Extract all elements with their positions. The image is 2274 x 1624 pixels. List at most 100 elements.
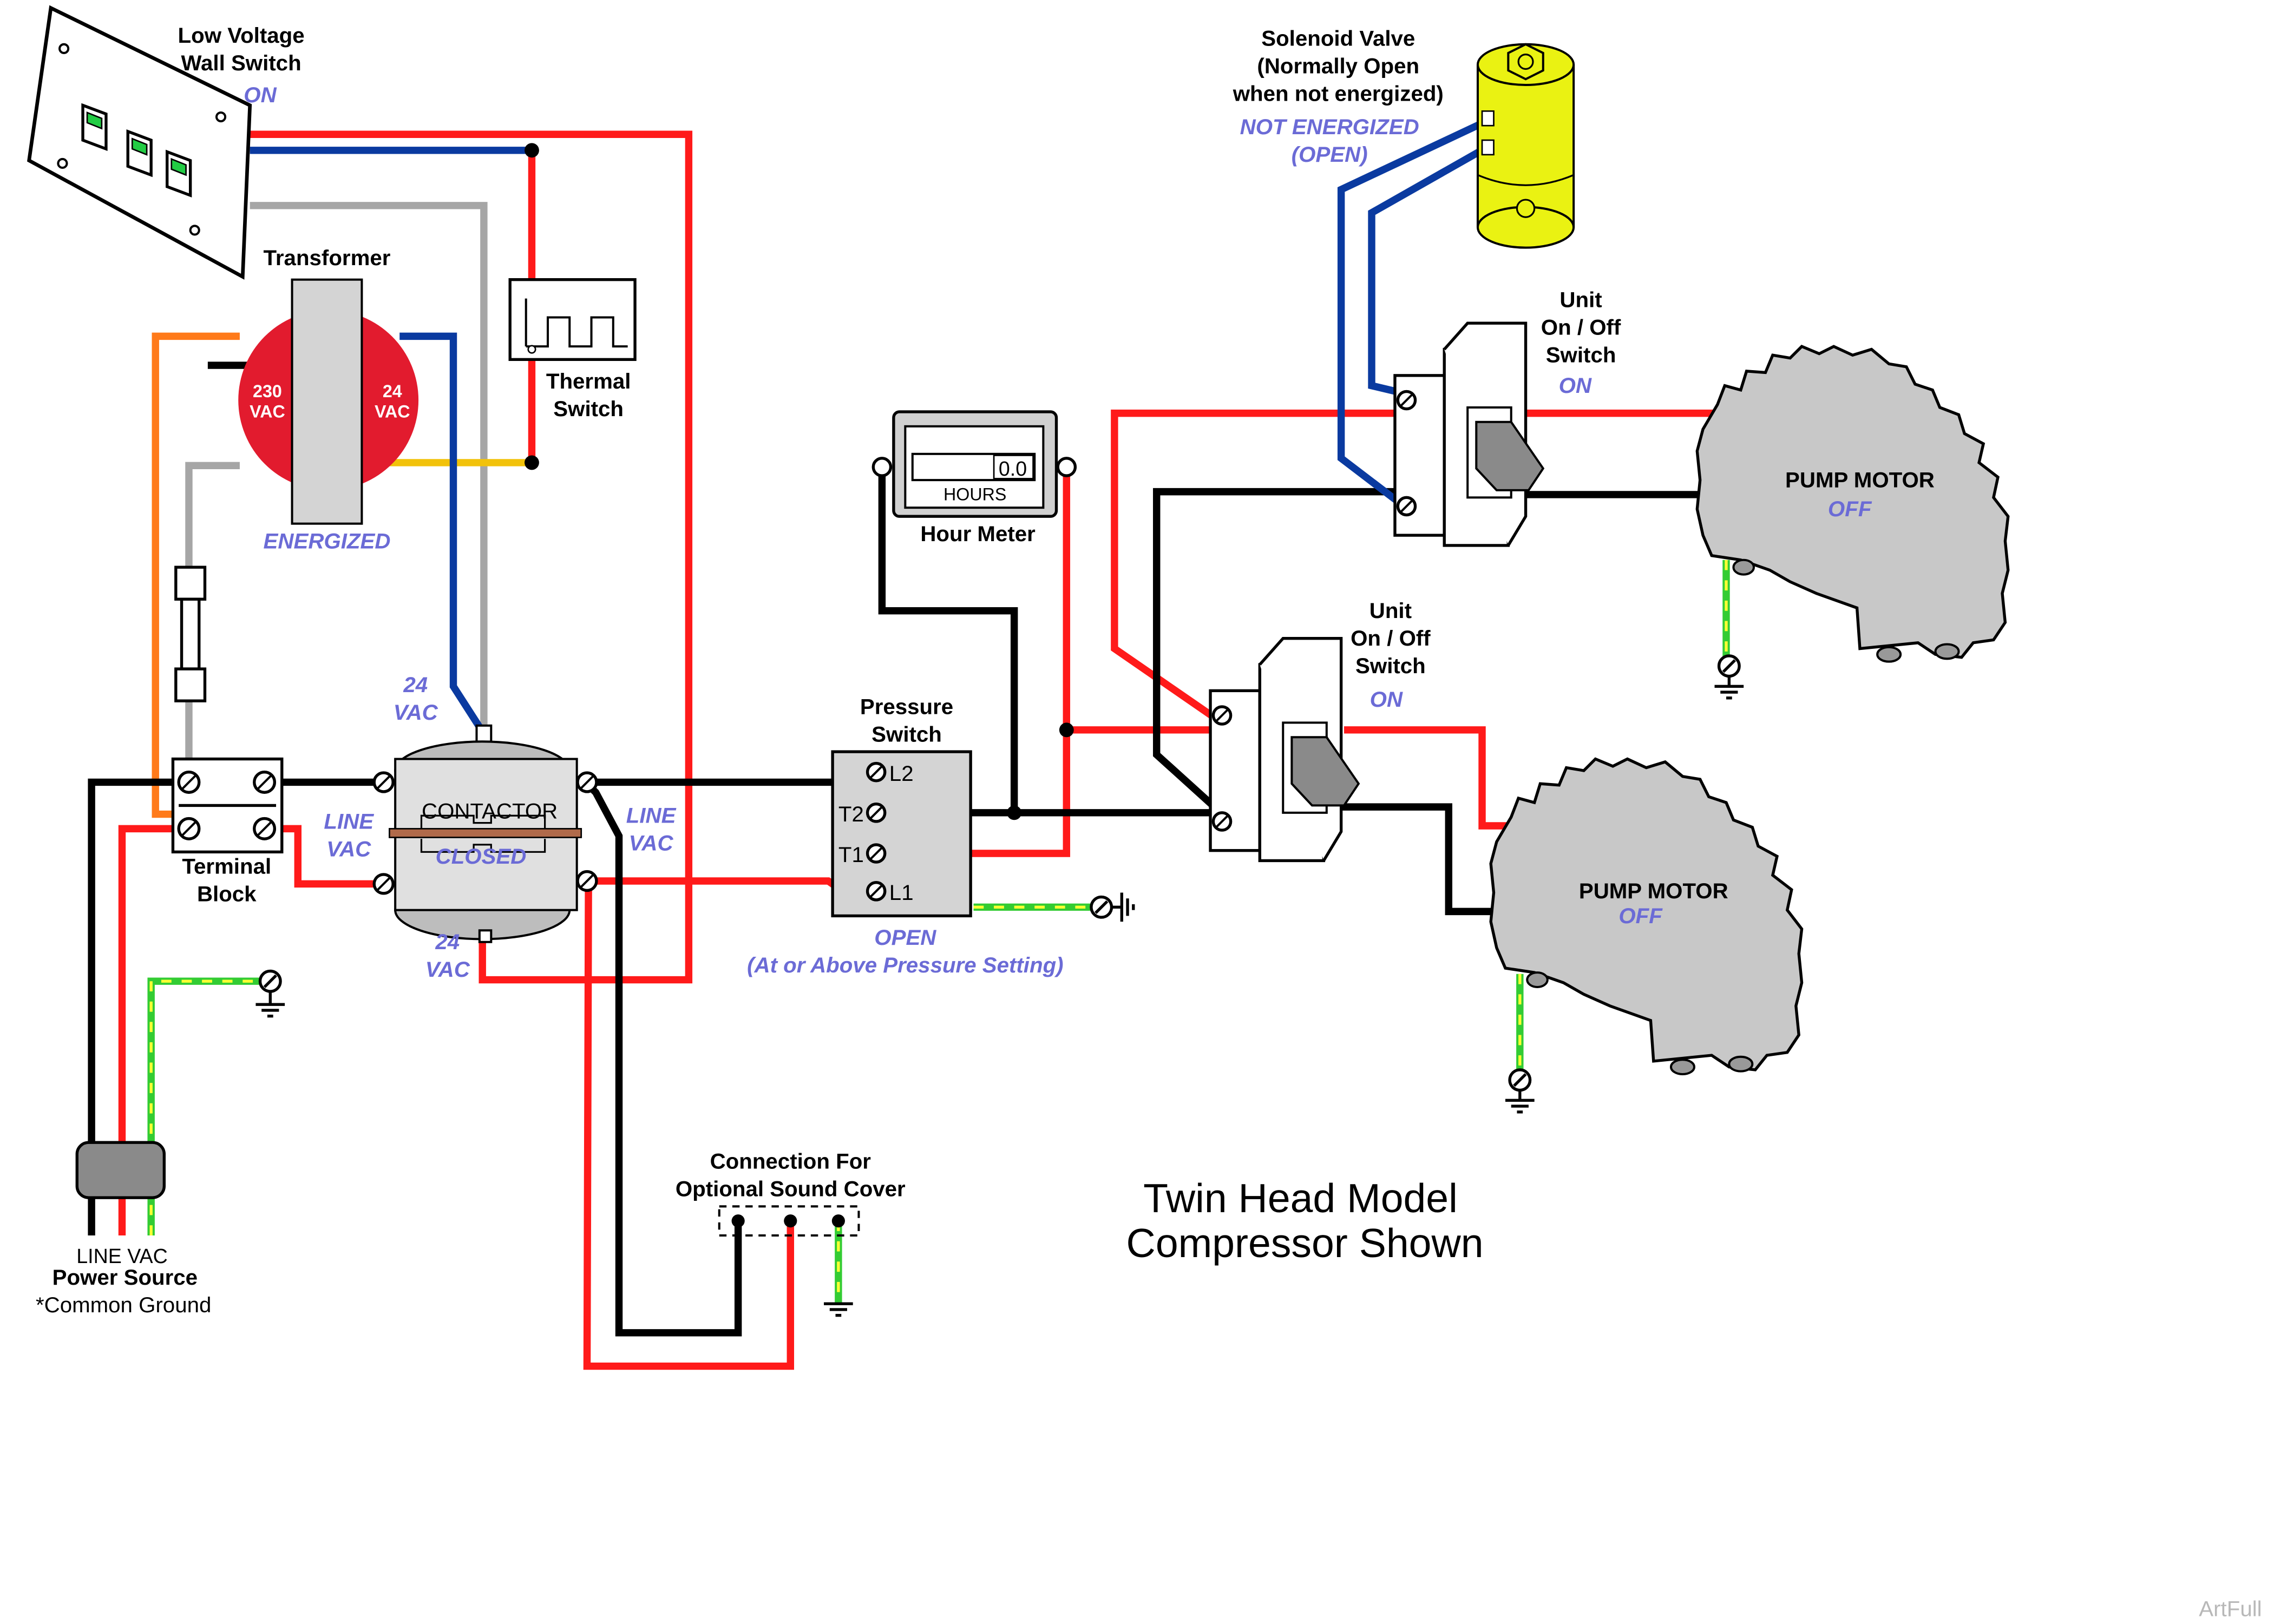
- thermal-switch: [508, 278, 637, 361]
- hour-meter-face-label: HOURS: [943, 485, 1006, 504]
- screw-terminal[interactable]: [576, 771, 598, 793]
- fuse-cap: [174, 667, 207, 702]
- wire-red-top-switch: [1111, 409, 1403, 723]
- transformer-primary-unit: VAC: [250, 402, 285, 422]
- wall-switch-label-1: Low Voltage: [178, 23, 305, 48]
- power-source-label-1: LINE VAC: [76, 1245, 167, 1267]
- pump-motor-top-state: OFF: [1828, 497, 1872, 521]
- sound-cover-outline: [718, 1205, 860, 1237]
- pressure-switch-label-2: Switch: [871, 722, 942, 746]
- ground-symbol: [1505, 1068, 1535, 1114]
- sound-cover-label-2: Optional Sound Cover: [676, 1177, 906, 1201]
- solenoid-terminal[interactable]: [1481, 139, 1495, 156]
- ground-symbol: [1090, 892, 1135, 922]
- plug-icon: [75, 1141, 166, 1199]
- thermal-trace-icon: [526, 316, 628, 348]
- wall-switch-label-2: Wall Switch: [181, 51, 302, 75]
- low-voltage-wall-switch[interactable]: [27, 5, 252, 280]
- watermark: ArtFull: [2199, 1596, 2262, 1621]
- toggle-lever[interactable]: [1475, 420, 1545, 491]
- pump-motor-body: [1695, 344, 2010, 659]
- screw-terminal[interactable]: [866, 761, 887, 783]
- wire-black-hour-meter: [878, 466, 1018, 813]
- toggle-lever[interactable]: [1290, 736, 1360, 807]
- screw-terminal[interactable]: [1396, 496, 1417, 517]
- contactor-bar: [389, 828, 582, 838]
- thermal-switch-label-1: Thermal: [546, 369, 631, 393]
- hour-meter-digits: 0.0: [999, 457, 1027, 480]
- contactor-voltage-bottom-1: 24: [435, 930, 460, 954]
- connector-pin[interactable]: [831, 1214, 845, 1228]
- screw-terminal[interactable]: [1396, 390, 1417, 411]
- unit-on-off-switch-bottom[interactable]: [1209, 637, 1360, 863]
- screw-terminal[interactable]: [576, 870, 598, 892]
- terminal-block-label-1: Terminal: [182, 854, 271, 879]
- connector-pin[interactable]: [731, 1214, 745, 1228]
- unit-switch-top-label-3: Switch: [1546, 343, 1616, 367]
- screw-terminal[interactable]: [866, 803, 887, 823]
- wire-black-sound: [586, 783, 742, 1337]
- screw-terminal[interactable]: [372, 873, 395, 895]
- junction-dot: [1007, 805, 1022, 820]
- hour-meter-terminal[interactable]: [871, 457, 893, 477]
- rocker-switch-2[interactable]: [126, 129, 153, 177]
- pump-motor-bottom-state: OFF: [1618, 904, 1663, 928]
- terminal-l2-label: L2: [889, 761, 914, 786]
- wire-red-sound: [583, 880, 794, 1370]
- connector-pin[interactable]: [784, 1214, 797, 1228]
- wire-red-motor-bottom: [1344, 726, 1511, 830]
- power-source-label-2: Power Source: [53, 1265, 198, 1290]
- pump-motor-top: PUMP MOTOR OFF: [1695, 344, 2010, 663]
- contactor-state: CLOSED: [436, 844, 527, 869]
- contactor-line-left-2: VAC: [326, 837, 371, 861]
- power-source-plug: [75, 1141, 166, 1199]
- unit-switch-top-label-2: On / Off: [1541, 315, 1621, 340]
- screw-icon: [57, 157, 68, 169]
- wire-black-motor-bottom: [1329, 803, 1497, 916]
- power-source-label-3: *Common Ground: [36, 1293, 211, 1317]
- solenoid-terminal[interactable]: [1481, 110, 1495, 127]
- pressure-switch-label-1: Pressure: [860, 694, 953, 719]
- unit-switch-bottom-label-1: Unit: [1369, 599, 1412, 623]
- contactor-line-right-1: LINE: [626, 804, 677, 828]
- transformer-core: [291, 278, 363, 525]
- diagram-title-line-1: Twin Head Model: [1143, 1175, 1458, 1221]
- hour-meter: 0.0 HOURS: [871, 410, 1077, 518]
- wire-blue-solenoid-1: [1337, 116, 1491, 508]
- screw-terminal[interactable]: [177, 770, 201, 794]
- wall-switch-state: ON: [244, 83, 277, 107]
- screw-icon: [215, 111, 227, 123]
- junction-dot: [525, 143, 539, 158]
- contactor-voltage-top-2: VAC: [394, 700, 438, 725]
- unit-on-off-switch-top[interactable]: [1393, 321, 1545, 547]
- thermal-switch-label-2: Switch: [553, 397, 624, 421]
- hour-meter-terminal[interactable]: [1056, 457, 1077, 477]
- screw-terminal[interactable]: [372, 771, 395, 793]
- rocker-switch-3[interactable]: [166, 149, 192, 198]
- screw-terminal[interactable]: [253, 770, 277, 794]
- pump-motor-top-label: PUMP MOTOR: [1785, 468, 1935, 492]
- wire-black-top-switch: [1153, 488, 1403, 813]
- screw-terminal[interactable]: [866, 843, 887, 864]
- screw-terminal[interactable]: [866, 881, 887, 902]
- terminal-t1-label: T1: [838, 843, 864, 867]
- solenoid-valve: [1476, 43, 1575, 249]
- solenoid-label-1: Solenoid Valve: [1261, 27, 1415, 51]
- wire-red-switch: [250, 130, 693, 984]
- pressure-switch-body: [831, 750, 972, 918]
- terminal-block-label-2: Block: [197, 882, 257, 906]
- rocker-switch-1[interactable]: [81, 103, 108, 151]
- solenoid-state-1: NOT ENERGIZED: [1240, 115, 1419, 139]
- transformer-secondary: 24: [383, 382, 402, 401]
- screw-terminal[interactable]: [1211, 811, 1233, 832]
- pressure-switch: L2 T2 T1 L1: [831, 750, 972, 918]
- screw-terminal[interactable]: [177, 817, 201, 840]
- junction-dot: [1059, 722, 1074, 738]
- screw-terminal[interactable]: [253, 817, 277, 840]
- contactor-label: CONTACTOR: [422, 799, 558, 824]
- contactor: CONTACTOR CLOSED: [372, 724, 598, 943]
- screw-icon: [58, 43, 70, 54]
- wire-red-contactor-l1: [588, 877, 868, 895]
- screw-terminal[interactable]: [1211, 705, 1233, 726]
- fuse-body: [180, 597, 201, 670]
